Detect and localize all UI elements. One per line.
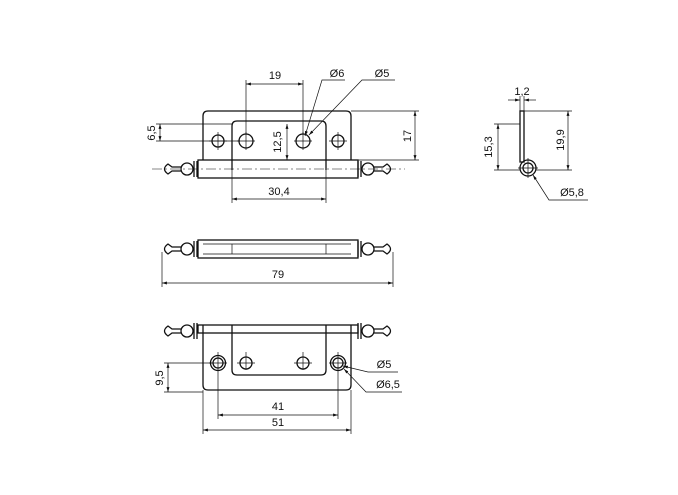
dim-total-height: 17	[402, 130, 414, 142]
dim-plate-width: 51	[272, 417, 284, 429]
dia-small-hole: Ø5	[375, 68, 390, 80]
dim-thickness: 1,2	[514, 86, 529, 98]
dia-barrel: Ø5,8	[560, 187, 584, 199]
dia-hole: Ø5	[377, 359, 392, 371]
dim-total-length: 79	[272, 269, 284, 281]
dim-leaf-height: 15,3	[483, 136, 495, 157]
front-view: 79	[161, 239, 394, 287]
dim-leaf-width: 30,4	[268, 186, 289, 198]
dim-total-height: 19,9	[555, 129, 567, 150]
dim-hole-spacing: 19	[269, 70, 281, 82]
dim-hole-offset: 6,5	[146, 125, 158, 140]
dim-hole-spacing: 41	[272, 401, 284, 413]
dim-leaf-height: 12,5	[272, 131, 284, 152]
top-view: 19 Ø6 Ø5 6,5 12,5 17 30,4	[146, 68, 419, 203]
dia-counterbore: Ø6,5	[376, 379, 400, 391]
side-view: 1,2 15,3 19,9 Ø5,8	[483, 86, 588, 201]
dim-hole-offset: 9,5	[154, 370, 166, 385]
bottom-view: 9,5 Ø5 Ø6,5 41 51	[154, 322, 402, 434]
dia-large-hole: Ø6	[330, 68, 345, 80]
